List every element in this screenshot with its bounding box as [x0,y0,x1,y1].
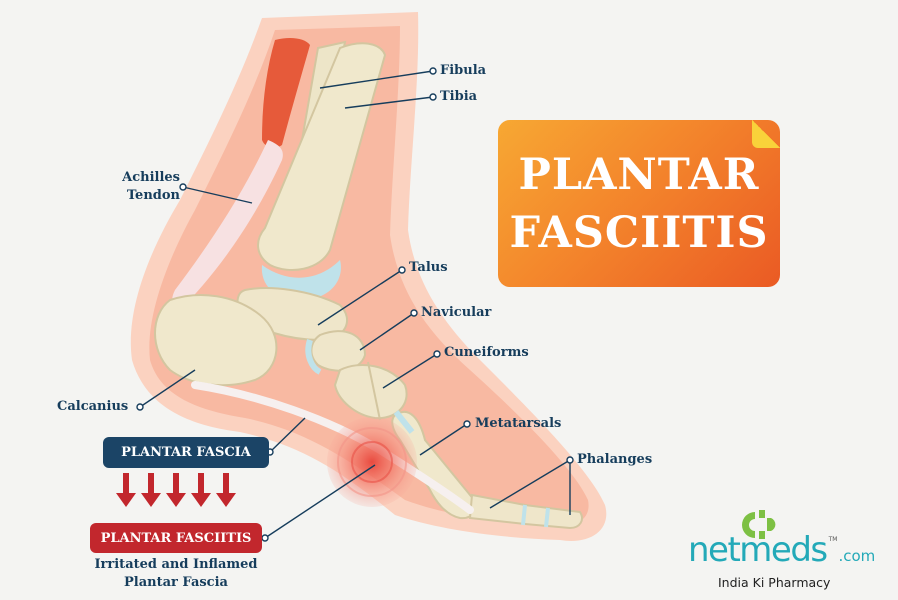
label-calcanius: Calcanius [57,399,129,414]
brand-domain: .com [838,547,876,565]
label-tibia: Tibia [440,89,478,104]
label-navicular: Navicular [421,305,492,320]
label-phalanges: Phalanges [577,452,653,467]
tibia-bone [257,42,387,271]
brand-tagline: India Ki Pharmacy [718,575,831,590]
label-fibula: Fibula [440,63,487,78]
title-banner: PLANTAR FASCIITIS [498,120,780,287]
down-arrows-icon [116,473,236,507]
label-achilles-2: Tendon [126,188,180,203]
title-line-2: FASCIITIS [509,207,769,258]
label-metatarsals: Metatarsals [475,416,562,431]
caption-line-1: Irritated and Inflamed [94,557,258,572]
folded-corner [752,120,780,148]
calf-muscle [262,37,310,148]
brand-name: netmeds [688,530,828,570]
fasciitis-caption: Irritated and Inflamed Plantar Fascia [80,556,272,592]
calcaneus-bone [154,294,278,387]
caption-line-2: Plantar Fascia [124,575,228,590]
label-achilles-1: Achilles [122,170,180,185]
cuneiform-bones [333,364,408,420]
label-cuneiforms: Cuneiforms [444,345,529,360]
netmeds-logo: netmeds TM .com [688,530,875,570]
achilles-tendon [172,140,283,310]
title-line-1: PLANTAR [518,149,760,200]
brand-tm: TM [828,536,838,543]
inflammation-spot [327,417,417,507]
plantar-fascia-badge: PLANTAR FASCIA [103,437,269,468]
label-talus: Talus [409,260,448,275]
plantar-fasciitis-badge: PLANTAR FASCIITIS [90,523,262,553]
netmeds-logo-icon [742,510,776,539]
